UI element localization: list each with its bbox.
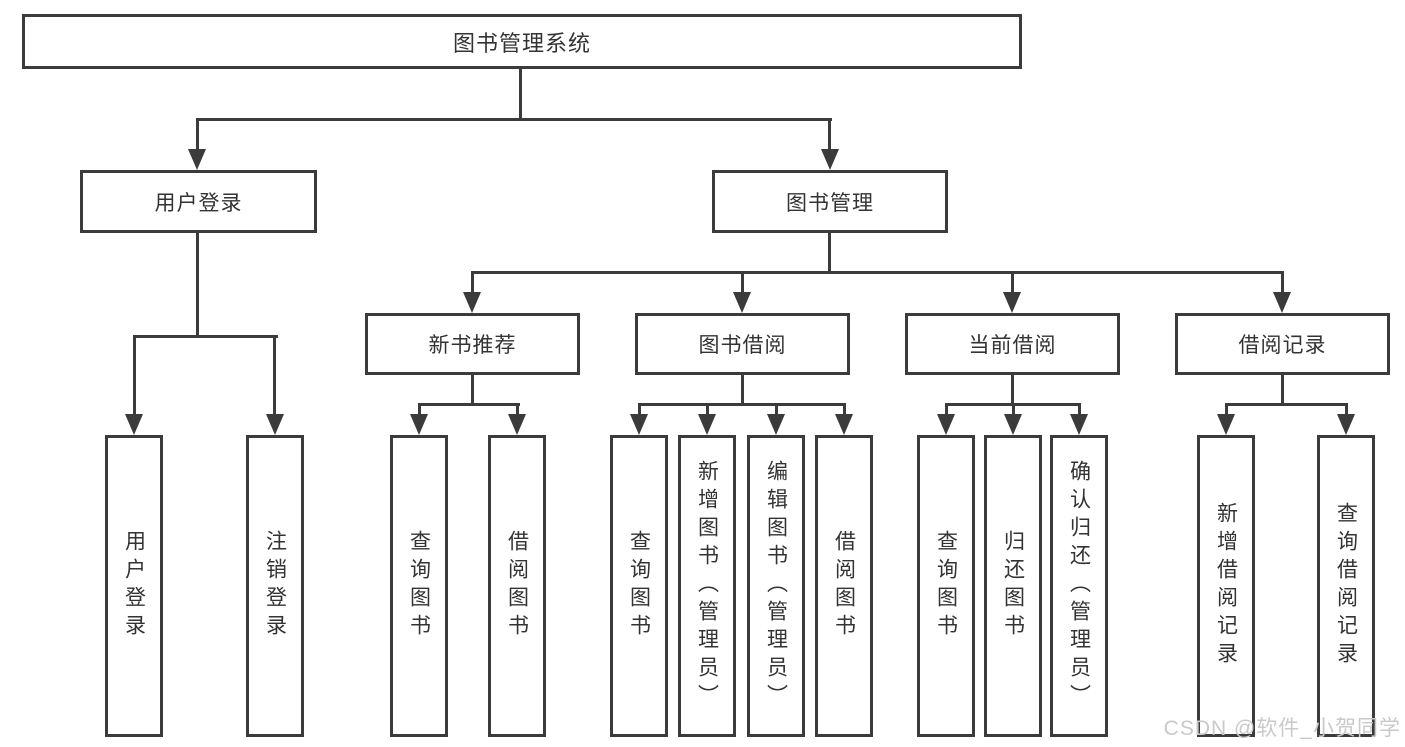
connector-line (133, 335, 278, 338)
node-label: 查询图书 (934, 530, 958, 642)
connector-line (471, 271, 1284, 274)
arrow-down-icon (188, 149, 206, 170)
node-label: 编辑图书（管理员） (764, 460, 788, 712)
arrow-down-icon (835, 414, 853, 435)
connector-line (638, 403, 846, 406)
connector-line (418, 403, 520, 406)
connector-line (196, 233, 199, 337)
leaf-edit-book-admin: 编辑图书（管理员） (747, 435, 805, 737)
node-label: 借阅图书 (505, 530, 529, 642)
connector-line (775, 403, 778, 416)
connector-line (519, 69, 522, 119)
node-label: 借阅记录 (1238, 334, 1327, 357)
arrow-down-icon (1217, 414, 1235, 435)
leaf-query-books: 查询图书 (390, 435, 448, 737)
connector-line (196, 118, 199, 152)
node-label: 注销登录 (263, 530, 287, 642)
connector-line (1281, 375, 1284, 405)
arrow-down-icon (125, 414, 143, 435)
arrow-down-icon (733, 292, 751, 313)
arrow-down-icon (1070, 414, 1088, 435)
leaf-return-books: 归还图书 (984, 435, 1042, 737)
watermark: CSDN @软件_小贺同学 (1163, 717, 1401, 740)
connector-line (471, 271, 474, 293)
connector-line (706, 403, 709, 416)
node-label: 查询图书 (407, 530, 431, 642)
arrow-down-icon (821, 149, 839, 170)
arrow-down-icon (1004, 414, 1022, 435)
node-label: 图书管理 (786, 191, 874, 215)
connector-line (1281, 271, 1284, 293)
connector-line (133, 335, 136, 416)
node-label: 用户登录 (122, 530, 146, 642)
connector-line (1012, 403, 1015, 416)
leaf-user-login: 用户登录 (105, 435, 163, 737)
connector-line (1078, 403, 1081, 416)
leaf-query-books: 查询图书 (917, 435, 975, 737)
connector-line (471, 375, 474, 405)
arrow-down-icon (630, 414, 648, 435)
node-label: 用户登录 (154, 191, 243, 215)
node-label: 查询借阅记录 (1334, 502, 1358, 670)
connector-line (741, 271, 744, 293)
connector-line (945, 403, 948, 416)
leaf-borrow-books: 借阅图书 (488, 435, 546, 737)
connector-line (418, 403, 421, 416)
node-book-management: 图书管理 (712, 170, 948, 233)
leaf-borrow-books: 借阅图书 (815, 435, 873, 737)
arrow-down-icon (508, 414, 526, 435)
arrow-down-icon (1003, 292, 1021, 313)
arrow-down-icon (410, 414, 428, 435)
connector-line (638, 403, 641, 416)
connector-line (843, 403, 846, 416)
arrow-down-icon (266, 414, 284, 435)
arrow-down-icon (1337, 414, 1355, 435)
node-label: 归还图书 (1001, 530, 1025, 642)
arrow-down-icon (698, 414, 716, 435)
node-borrowing-records: 借阅记录 (1175, 313, 1390, 375)
connector-line (1011, 375, 1014, 405)
node-user-login: 用户登录 (80, 170, 317, 233)
node-library-system: 图书管理系统 (22, 14, 1022, 69)
node-label: 借阅图书 (832, 530, 856, 642)
connector-line (516, 403, 519, 416)
node-label: 新增借阅记录 (1214, 502, 1238, 670)
node-label: 新增图书（管理员） (695, 460, 719, 712)
connector-line (828, 233, 831, 273)
leaf-logout: 注销登录 (246, 435, 304, 737)
connector-line (1225, 403, 1228, 416)
arrow-down-icon (937, 414, 955, 435)
node-label: 图书借阅 (698, 334, 787, 357)
connector-line (1345, 403, 1348, 416)
node-label: 新书推荐 (428, 334, 517, 357)
leaf-add-borrow-record: 新增借阅记录 (1197, 435, 1255, 737)
connector-line (273, 335, 276, 416)
arrow-down-icon (767, 414, 785, 435)
leaf-add-book-admin: 新增图书（管理员） (678, 435, 736, 737)
node-label: 图书管理系统 (452, 30, 591, 56)
node-book-borrowing: 图书借阅 (635, 313, 850, 375)
node-label: 当前借阅 (968, 334, 1057, 357)
arrow-down-icon (1273, 292, 1291, 313)
connector-line (828, 118, 831, 152)
leaf-query-borrow-record: 查询借阅记录 (1317, 435, 1375, 737)
connector-line (1225, 403, 1347, 406)
connector-line (741, 375, 744, 405)
node-current-borrowing: 当前借阅 (905, 313, 1120, 375)
leaf-confirm-return-admin: 确认归还（管理员） (1050, 435, 1108, 737)
node-label: 查询图书 (627, 530, 651, 642)
node-new-book-recommendation: 新书推荐 (365, 313, 580, 375)
connector-line (1011, 271, 1014, 293)
node-label: 确认归还（管理员） (1067, 460, 1091, 712)
leaf-query-books: 查询图书 (610, 435, 668, 737)
connector-line (196, 118, 832, 121)
arrow-down-icon (463, 292, 481, 313)
